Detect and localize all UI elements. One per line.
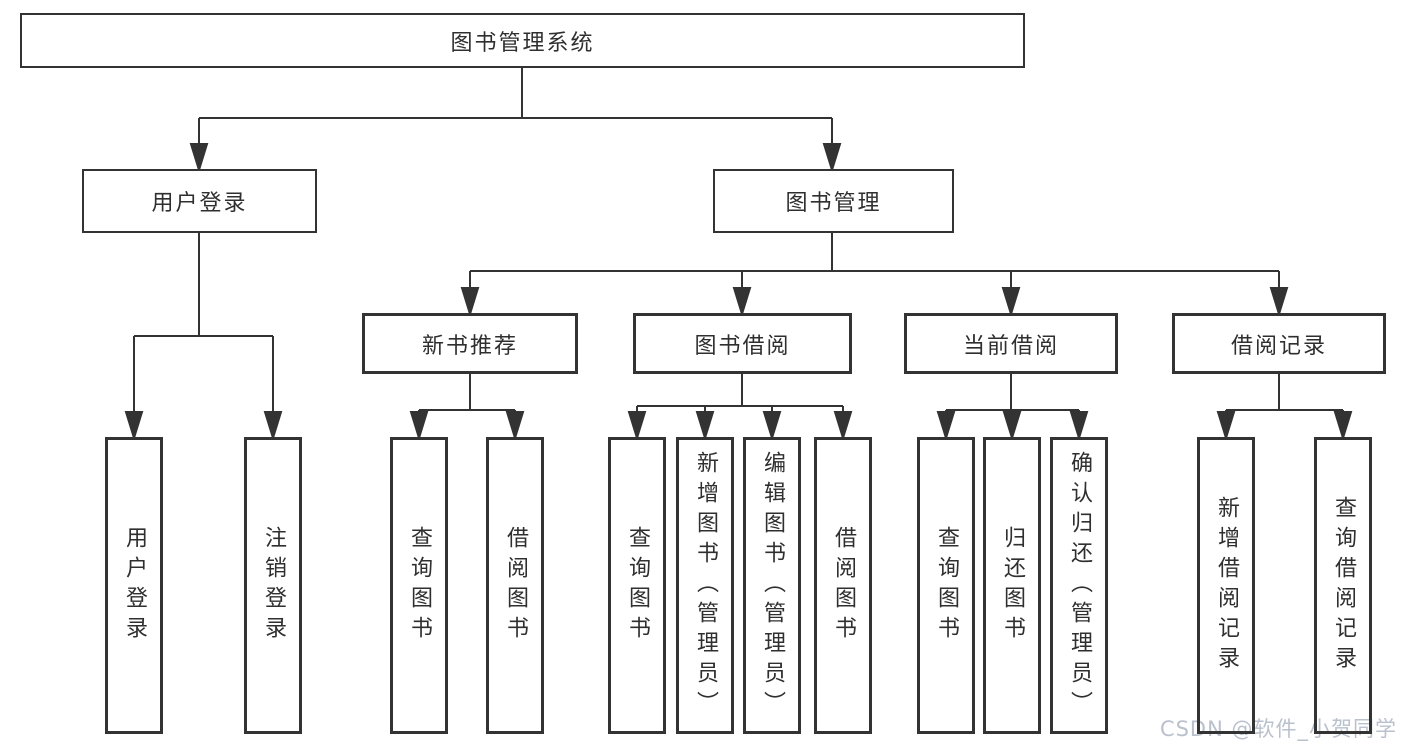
arrowhead	[124, 411, 144, 442]
node-current-borrow: 当前借阅	[904, 313, 1118, 374]
arrowhead	[409, 411, 429, 442]
connector-line	[469, 233, 1280, 290]
node-leaf-borrow-books: 借阅图书	[814, 437, 872, 734]
node-borrow-records: 借阅记录	[1172, 313, 1386, 374]
connector-line	[198, 68, 833, 152]
connector-borrow-records-to-leaves	[1216, 374, 1353, 442]
node-leaf-user-login: 用户登录	[105, 437, 163, 734]
node-library-management-system: 图书管理系统	[20, 13, 1025, 68]
watermark: CSDN @软件_小贺同学	[1159, 717, 1397, 741]
connector-book-management-to-sections	[460, 233, 1289, 318]
node-user-login: 用户登录	[82, 169, 317, 233]
arrowhead	[695, 411, 715, 442]
connector-line	[1225, 374, 1344, 414]
arrowhead	[762, 411, 782, 442]
connector-line	[418, 374, 516, 414]
node-new-book-recommend: 新书推荐	[362, 313, 578, 374]
arrowhead	[189, 143, 209, 174]
connector-book-borrow-to-leaves	[627, 374, 853, 442]
node-leaf-query-books-recommend: 查询图书	[390, 437, 448, 734]
arrowhead	[1001, 287, 1021, 318]
arrowhead	[627, 411, 647, 442]
connector-line	[636, 374, 844, 414]
connector-user-login-to-leaves	[124, 233, 283, 442]
arrowhead	[1216, 411, 1236, 442]
node-leaf-query-books-borrow: 查询图书	[608, 437, 666, 734]
arrowhead	[833, 411, 853, 442]
node-leaf-logout: 注销登录	[244, 437, 302, 734]
arrowhead	[732, 287, 752, 318]
connector-line	[945, 374, 1080, 414]
node-leaf-query-books-current: 查询图书	[917, 437, 975, 734]
connector-line	[133, 233, 274, 414]
arrowhead	[1002, 411, 1022, 442]
node-book-borrow: 图书借阅	[633, 313, 852, 374]
arrowhead	[1269, 287, 1289, 318]
arrowhead	[263, 411, 283, 442]
arrowhead	[1333, 411, 1353, 442]
node-leaf-add-borrow-record: 新增借阅记录	[1197, 437, 1255, 734]
arrowhead	[1069, 411, 1089, 442]
node-leaf-confirm-return-admin: 确认归还（管理员）	[1050, 437, 1108, 734]
arrowhead	[460, 287, 480, 318]
node-leaf-return-book: 归还图书	[983, 437, 1041, 734]
connector-current-borrow-to-leaves	[936, 374, 1089, 442]
node-leaf-borrow-books-recommend: 借阅图书	[486, 437, 544, 734]
node-leaf-add-book-admin: 新增图书（管理员）	[676, 437, 734, 734]
arrowhead	[505, 411, 525, 442]
connector-new-book-recommend-to-leaves	[409, 374, 525, 442]
arrowhead	[936, 411, 956, 442]
node-leaf-edit-book-admin: 编辑图书（管理员）	[743, 437, 801, 734]
node-leaf-query-borrow-record: 查询借阅记录	[1314, 437, 1372, 734]
arrowhead	[822, 143, 842, 174]
node-book-management: 图书管理	[713, 169, 954, 233]
connector-root-to-branches	[189, 68, 842, 174]
